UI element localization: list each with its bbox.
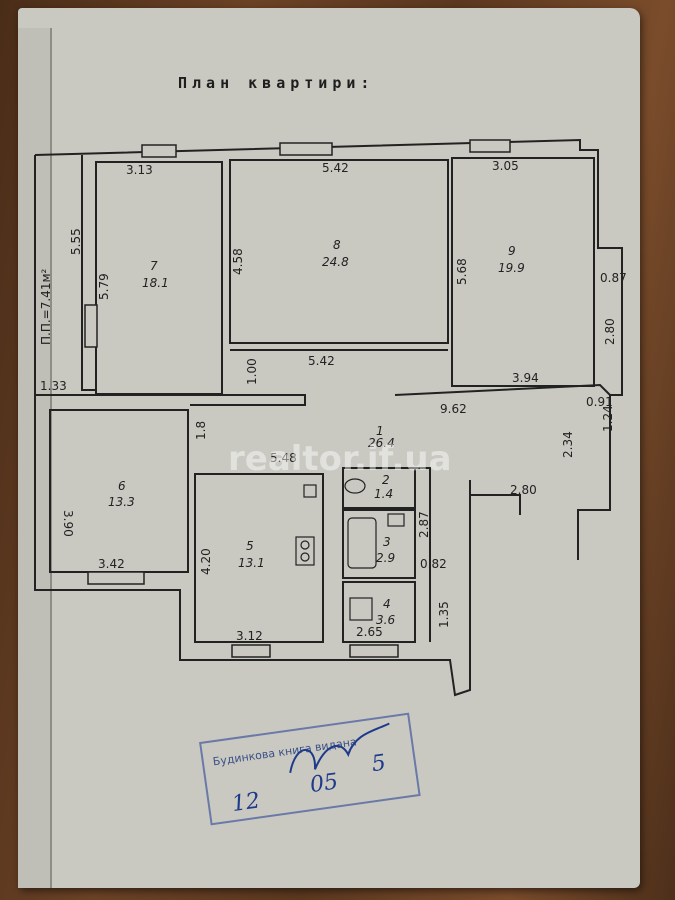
room-area: 13.1	[238, 556, 265, 570]
room-4: 4 3.6	[376, 597, 395, 627]
dim-label: 3.13	[126, 163, 153, 177]
balcony-area: П.П.=7.41м²	[39, 268, 53, 345]
room-8: 8 24.8	[322, 238, 349, 269]
dim-label: 5.68	[455, 258, 469, 285]
dim-label: 4.20	[199, 548, 213, 575]
dim-label: 5.42	[322, 161, 349, 175]
watermark: realtor.if.ua	[228, 439, 452, 479]
dim-label: 2.80	[603, 318, 617, 345]
dim-label: 0.91	[586, 395, 613, 409]
room-5: 5 13.1	[238, 539, 265, 570]
dim-label: 3.12	[236, 629, 263, 643]
room-number: 5	[246, 539, 254, 553]
stamp-text: Будинкова книга видана	[212, 735, 357, 768]
signature-icon	[289, 722, 390, 773]
dim-label: 2.34	[561, 431, 575, 458]
dim-label: 5.55	[69, 228, 83, 255]
dim-label: 2.65	[356, 625, 383, 639]
dim-label: 0.87	[600, 271, 627, 285]
room-9: 9 19.9	[498, 244, 525, 275]
room-area: 13.3	[108, 495, 135, 509]
page-title: План квартири:	[178, 74, 375, 92]
stamp-month: 05	[308, 769, 339, 798]
dim-label: 1.33	[40, 379, 67, 393]
dim-label: 1.35	[437, 601, 451, 628]
room-area: 3.6	[376, 613, 395, 627]
room-area: 1.4	[374, 487, 393, 501]
dim-label: 9.62	[440, 402, 467, 416]
room-6: 6 13.3	[108, 479, 135, 509]
room-number: 6	[118, 479, 126, 493]
room-1: 1 26.4	[368, 424, 395, 450]
stamp-day: 12	[230, 788, 261, 817]
room-area: 24.8	[322, 255, 349, 269]
dim-label: 5.79	[97, 273, 111, 300]
dim-label: 3.05	[492, 159, 519, 173]
dim-label: 5.42	[308, 354, 335, 368]
dim-label: 3.90	[61, 510, 75, 537]
stamp: Будинкова книга видана 12 05 5	[199, 712, 421, 826]
room-number: 2	[382, 473, 390, 487]
room-area: 2.9	[376, 551, 395, 565]
dim-label: 4.58	[231, 248, 245, 275]
room-number: 9	[508, 244, 516, 258]
room-2: 2 1.4	[374, 473, 393, 501]
dim-label: 3.42	[98, 557, 125, 571]
dim-label: 1.8	[194, 421, 208, 440]
room-number: 7	[150, 259, 158, 273]
room-7: 7 18.1	[142, 259, 169, 290]
room-area: 26.4	[368, 436, 395, 450]
room-number: 4	[383, 597, 391, 611]
room-number: 1	[376, 424, 384, 438]
dim-label: 3.94	[512, 371, 539, 385]
room-3: 3 2.9	[376, 535, 395, 565]
dim-label: 1.00	[245, 358, 259, 385]
dim-label: 1.24	[601, 405, 615, 432]
dim-label: 2.87	[417, 511, 431, 538]
dim-label: 2.80	[510, 483, 537, 497]
dim-label: 5.48	[270, 451, 297, 465]
room-area: 19.9	[498, 261, 525, 275]
stamp-number: 5	[370, 751, 387, 778]
dim-label: 0.82	[420, 557, 447, 571]
room-area: 18.1	[142, 276, 169, 290]
room-number: 8	[333, 238, 341, 252]
room-number: 3	[383, 535, 391, 549]
